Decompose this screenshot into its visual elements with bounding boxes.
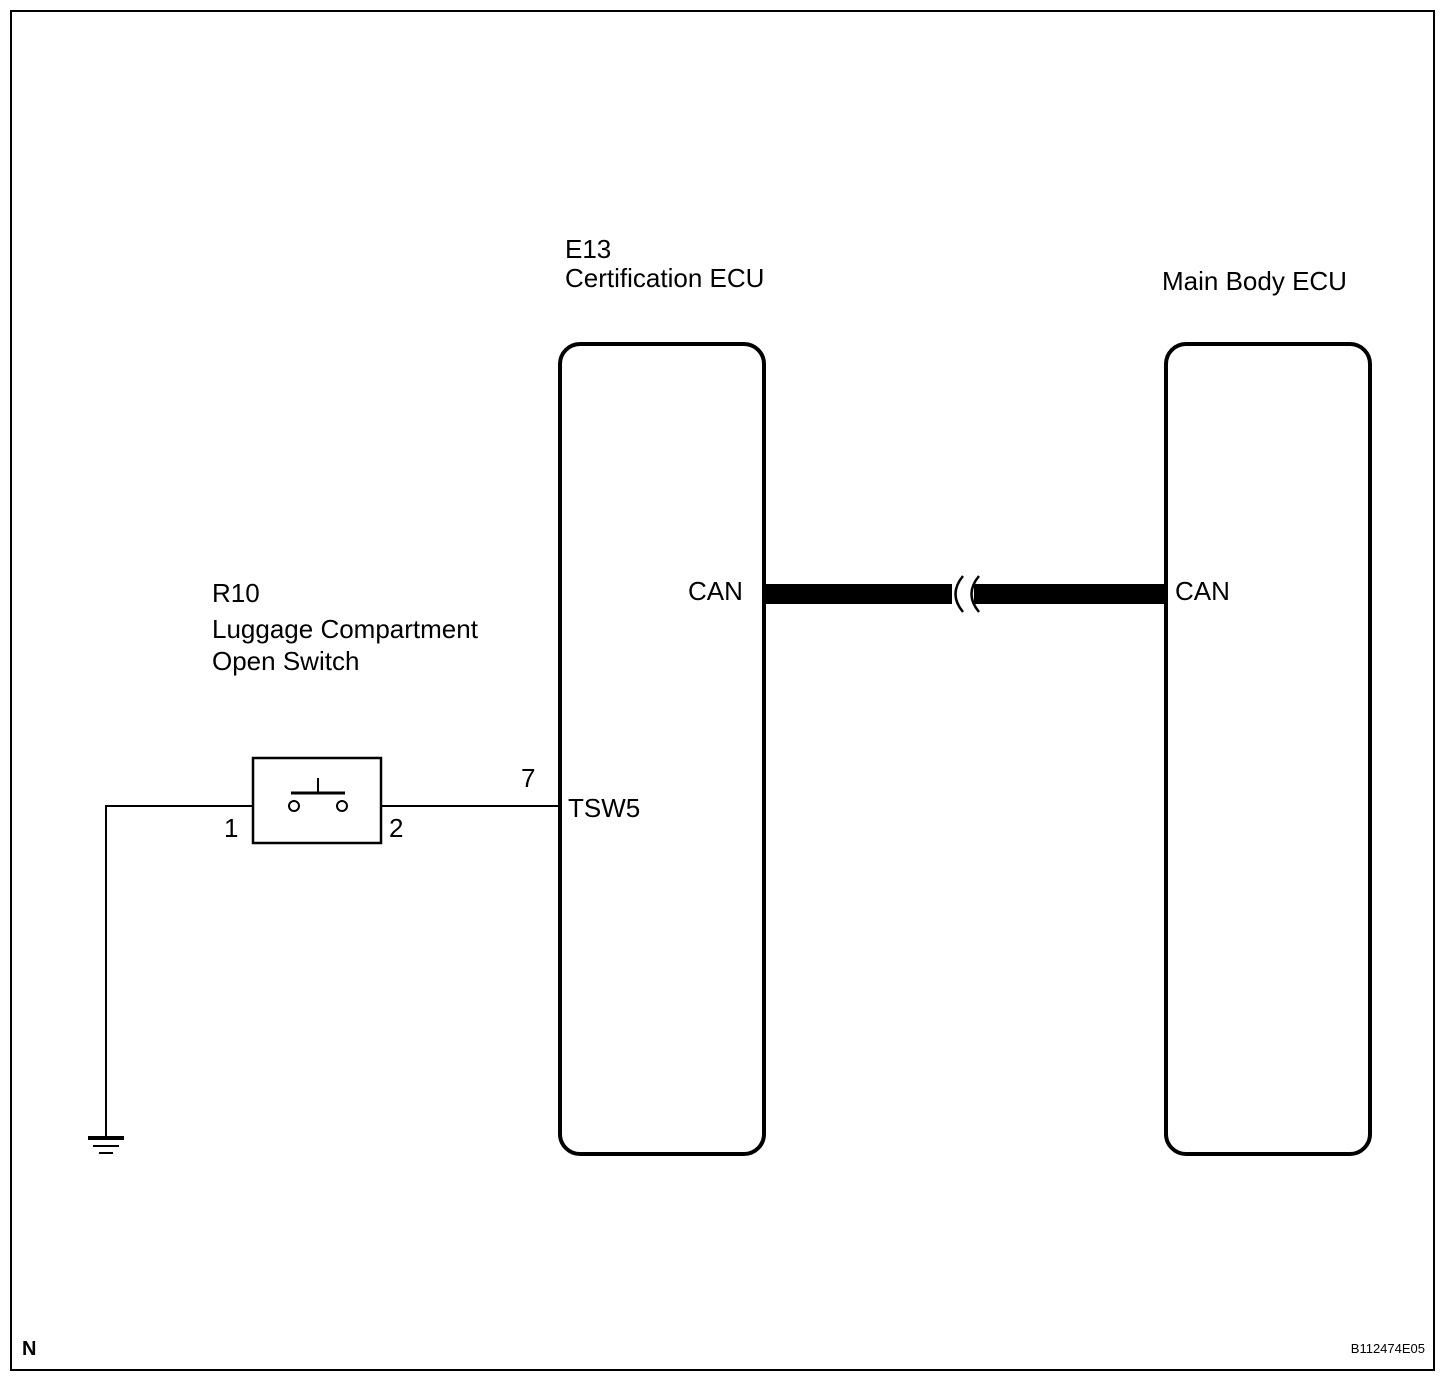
can-bus-line <box>764 575 1166 613</box>
switch-code: R10 <box>212 578 260 608</box>
tsw5-pin-number: 7 <box>521 763 535 793</box>
switch-name-line2: Open Switch <box>212 646 359 676</box>
switch-name-line1: Luggage Compartment <box>212 614 479 644</box>
main-body-ecu-name: Main Body ECU <box>1162 266 1347 296</box>
main-body-ecu-box <box>1164 342 1372 1156</box>
push-switch-icon <box>288 778 348 812</box>
certification-ecu-box <box>558 342 766 1156</box>
ground-icon <box>88 1136 124 1154</box>
diagram-frame <box>10 10 1435 1371</box>
certification-ecu-can-label: CAN <box>688 576 743 606</box>
corner-mark: N <box>22 1338 36 1360</box>
switch-pin-left: 1 <box>224 813 238 843</box>
switch-pin-right: 2 <box>389 813 403 843</box>
certification-ecu-code: E13 <box>565 234 611 264</box>
ground-wire <box>105 805 253 1136</box>
wire-break-mark-left <box>954 575 964 613</box>
wire-break-mark-right <box>970 575 980 613</box>
luggage-switch-box <box>251 756 383 845</box>
tsw5-pin-label: TSW5 <box>568 793 640 823</box>
certification-ecu-name: Certification ECU <box>565 263 764 293</box>
main-body-ecu-can-label: CAN <box>1175 576 1230 606</box>
figure-id: B112474E05 <box>1351 1341 1425 1356</box>
